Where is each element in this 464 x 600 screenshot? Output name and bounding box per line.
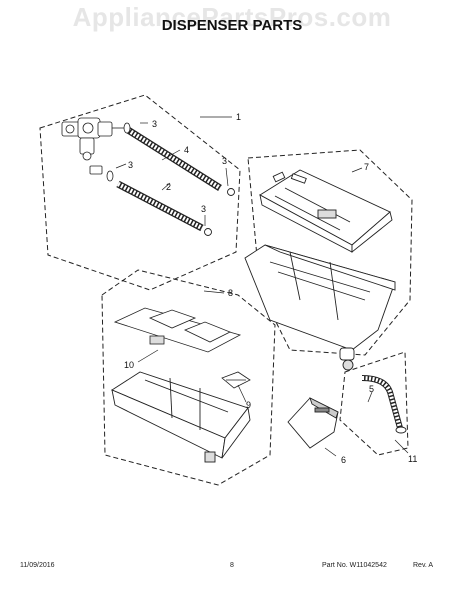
callout-8: 8 [228, 288, 233, 298]
callout-3d: 3 [201, 204, 206, 214]
dispenser-housing-cover [259, 169, 393, 253]
leader-lines [115, 116, 409, 457]
callout-3c: 3 [222, 156, 227, 166]
water-valve-drawing [61, 117, 128, 175]
group-box-8 [101, 269, 276, 486]
inlet-hose-2 [116, 180, 212, 236]
hose-clamps [106, 122, 131, 182]
dispenser-drawer-insert [113, 307, 242, 353]
footer-date: 11/09/2016 [20, 562, 55, 569]
page-title: DISPENSER PARTS [161, 17, 303, 34]
dispenser-panel [287, 397, 339, 449]
callout-5: 5 [369, 384, 374, 394]
callout-6: 6 [341, 455, 346, 465]
callout-10: 10 [124, 360, 134, 370]
group-box-11 [339, 351, 409, 456]
callout-3a: 3 [152, 119, 157, 129]
drain-hose-5 [361, 375, 407, 434]
dispenser-housing-body [244, 244, 396, 371]
callout-4: 4 [184, 145, 189, 155]
footer-page: 8 [230, 562, 234, 569]
callout-labels: 1 2 3 3 3 3 4 5 6 7 8 9 10 11 [124, 112, 417, 465]
group-box-1 [39, 94, 241, 291]
footer-revision: Rev. A [413, 562, 434, 569]
watermark: AppliancePartsPros.com [72, 2, 392, 32]
dispenser-drawer [111, 371, 251, 463]
inlet-hose-4 [126, 127, 235, 196]
group-box-7 [247, 149, 413, 356]
footer-part-number: Part No. W11042542 [322, 562, 387, 569]
callout-11: 11 [408, 454, 417, 464]
callout-2: 2 [166, 182, 171, 192]
callout-9: 9 [246, 400, 251, 410]
callout-7: 7 [364, 162, 369, 172]
callout-3b: 3 [128, 160, 133, 170]
siphon-cap [221, 371, 251, 389]
callout-1: 1 [236, 112, 241, 122]
